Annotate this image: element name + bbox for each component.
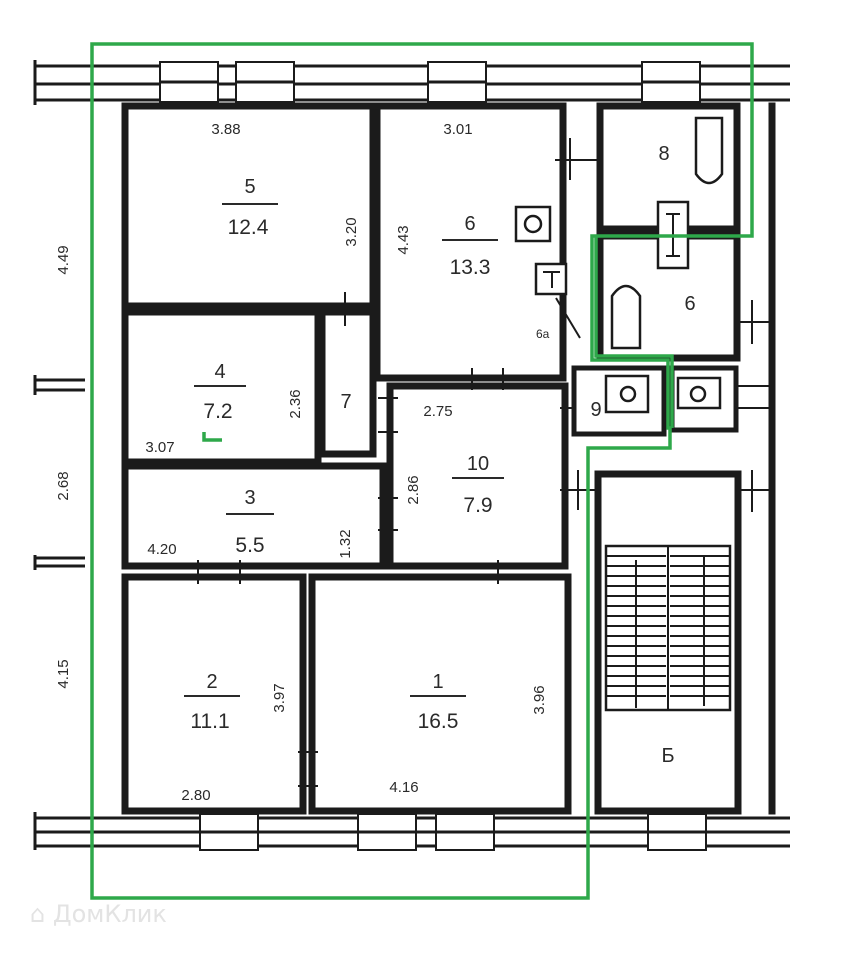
dim-exterior-3: 4.15 bbox=[55, 659, 72, 688]
dim-r6-width: 3.01 bbox=[443, 121, 472, 138]
watermark: ⌂ ДомКлик bbox=[30, 900, 167, 928]
dim-r2-depth: 3.97 bbox=[271, 683, 288, 712]
room-1-number: 1 bbox=[432, 671, 443, 693]
windows-bottom bbox=[199, 813, 707, 851]
dim-r3-width: 4.20 bbox=[147, 541, 176, 558]
room-6-bath-number: 6 bbox=[684, 293, 695, 315]
bathtub-icon bbox=[610, 284, 642, 350]
room-5-area: 12.4 bbox=[228, 216, 269, 239]
room-6-area: 13.3 bbox=[450, 256, 491, 279]
room-8-number: 8 bbox=[658, 143, 669, 165]
room-2-number: 2 bbox=[206, 671, 217, 693]
room-labels: 5 12.4 6 13.3 4 7.2 7 10 7.9 3 5.5 2 11.… bbox=[184, 143, 696, 767]
dim-r5-width: 3.88 bbox=[211, 121, 240, 138]
dim-exterior-1: 4.49 bbox=[55, 245, 72, 274]
room-2-area: 11.1 bbox=[190, 710, 229, 733]
stove-icon bbox=[534, 262, 568, 296]
room-5-number: 5 bbox=[244, 176, 255, 198]
bathtub-icon bbox=[694, 116, 724, 185]
dim-r4-width: 3.07 bbox=[145, 439, 174, 456]
room-7-number: 7 bbox=[340, 391, 351, 413]
stair-hall-label: Б bbox=[661, 745, 674, 767]
door-marks bbox=[197, 138, 772, 787]
dim-r5-depth: 3.20 bbox=[343, 217, 360, 246]
room-6-number: 6 bbox=[464, 213, 475, 235]
stair-steps bbox=[606, 555, 730, 697]
dim-r10-width: 2.75 bbox=[423, 403, 452, 420]
apartment-boundary bbox=[90, 42, 754, 900]
room-walls bbox=[121, 102, 776, 815]
room-1-area: 16.5 bbox=[418, 710, 459, 733]
dim-exterior-2: 2.68 bbox=[55, 471, 72, 500]
room-3-number: 3 bbox=[244, 487, 255, 509]
dim-r2-width: 2.80 bbox=[181, 787, 210, 804]
dimension-labels: 3.88 3.20 3.01 4.43 2.36 3.07 2.75 2.86 … bbox=[55, 121, 548, 804]
room-4-number: 4 bbox=[214, 361, 225, 383]
windows-top bbox=[159, 61, 701, 103]
dim-r1-depth: 3.96 bbox=[531, 685, 548, 714]
dim-r10-depth: 2.86 bbox=[405, 475, 422, 504]
exterior-wall-left bbox=[33, 60, 85, 850]
room-4-area: 7.2 bbox=[203, 400, 232, 423]
dim-r1-width: 4.16 bbox=[389, 779, 418, 796]
apartment-boundary-marker bbox=[202, 432, 222, 442]
apartment-boundary-inner bbox=[594, 236, 674, 428]
room-9-number: 9 bbox=[590, 399, 601, 421]
toilet-icon bbox=[604, 374, 650, 414]
room-6a-label: 6а bbox=[536, 327, 550, 341]
room-3-area: 5.5 bbox=[235, 534, 264, 557]
house-logo-icon: ⌂ bbox=[30, 900, 46, 928]
watermark-text: ДомКлик bbox=[52, 900, 167, 928]
staircase bbox=[604, 544, 732, 712]
room-10-number: 10 bbox=[467, 453, 489, 475]
dim-r3-depth: 1.32 bbox=[337, 529, 354, 558]
dim-r4-depth: 2.36 bbox=[287, 389, 304, 418]
room-10-area: 7.9 bbox=[463, 494, 492, 517]
dim-r6-depth: 4.43 bbox=[395, 225, 412, 254]
sink-icon bbox=[514, 205, 552, 243]
